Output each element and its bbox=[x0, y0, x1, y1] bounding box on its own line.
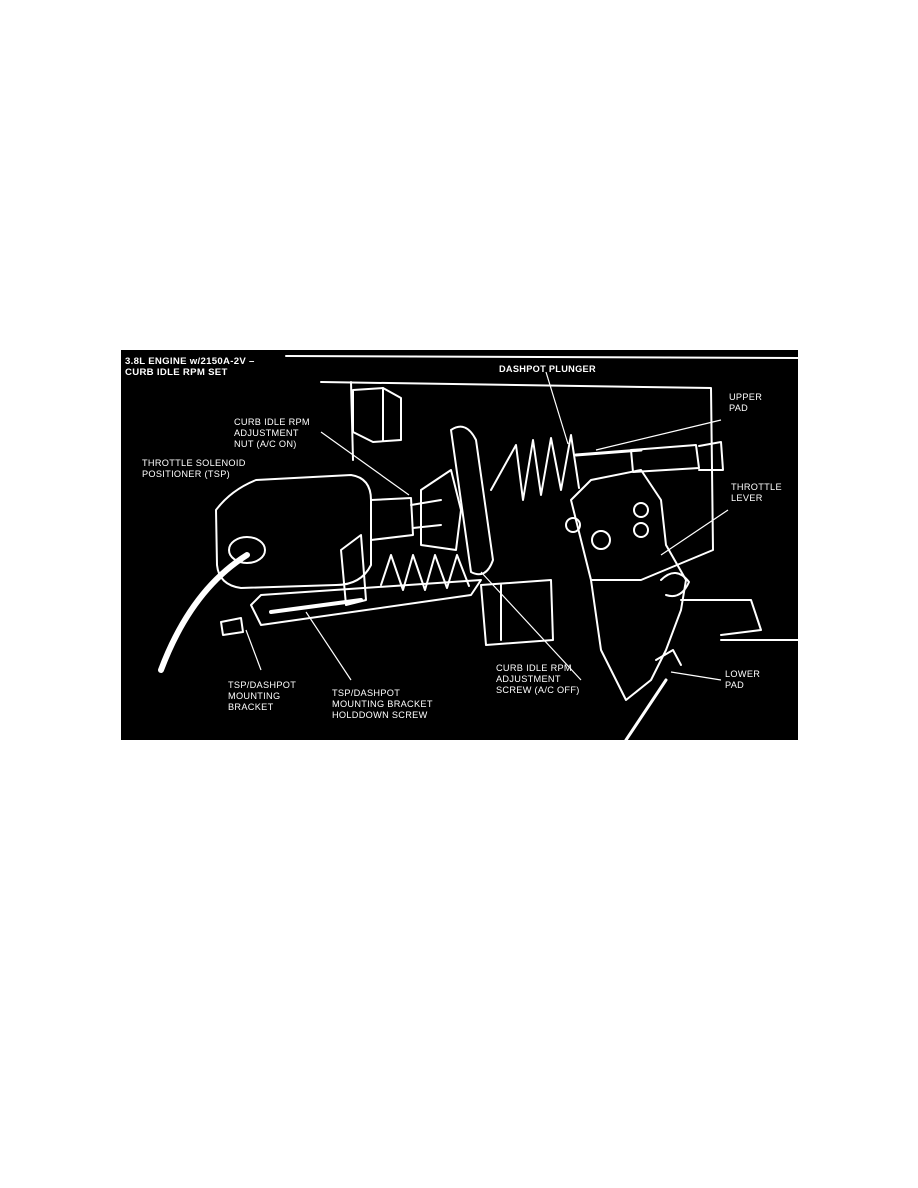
label-curb-idle-screw: CURB IDLE RPM ADJUSTMENT SCREW (A/C OFF) bbox=[496, 663, 580, 695]
housing-block bbox=[352, 387, 402, 443]
housing-outline bbox=[320, 381, 714, 581]
label-dashpot-plunger: DASHPOT PLUNGER bbox=[499, 364, 596, 374]
title-rule bbox=[285, 355, 798, 359]
figure-title-line1: 3.8L ENGINE w/2150A-2V – bbox=[125, 356, 255, 367]
leader-upper-pad bbox=[595, 419, 722, 451]
tsp-bracket bbox=[250, 579, 482, 626]
dashpot-housing bbox=[420, 469, 462, 551]
leader-lower-pad bbox=[670, 671, 722, 681]
bracket-spring bbox=[380, 554, 470, 591]
leader-mounting-bracket bbox=[245, 629, 262, 671]
dashpot-spring bbox=[490, 434, 580, 501]
leader-holddown-screw bbox=[305, 611, 352, 681]
lower-pad bbox=[655, 649, 682, 666]
leader-throttle-lever bbox=[660, 509, 729, 556]
label-tsp: THROTTLE SOLENOID POSITIONER (TSP) bbox=[142, 458, 246, 479]
leader-curb-nut bbox=[320, 431, 410, 496]
engine-illustration bbox=[158, 355, 798, 740]
label-lower-pad: LOWER PAD bbox=[725, 669, 761, 690]
holddown-screw bbox=[269, 598, 363, 614]
engine-diagram: 3.8L ENGINE w/2150A-2V – CURB IDLE RPM S… bbox=[121, 350, 798, 740]
upper-pad-screw bbox=[630, 444, 700, 473]
figure-title-line2: CURB IDLE RPM SET bbox=[125, 367, 228, 378]
leader-curb-screw bbox=[480, 571, 582, 681]
dashpot-diaphragm bbox=[450, 425, 494, 576]
throttle-lever bbox=[570, 469, 687, 701]
label-mounting-bracket: TSP/DASHPOT MOUNTING BRACKET bbox=[228, 680, 297, 712]
tsp-wire bbox=[158, 552, 250, 673]
tsp-connector bbox=[228, 536, 266, 564]
leader-dashpot-plunger bbox=[545, 371, 569, 445]
label-throttle-lever: THROTTLE LEVER bbox=[731, 482, 782, 503]
label-curb-idle-nut: CURB IDLE RPM ADJUSTMENT NUT (A/C ON) bbox=[234, 417, 310, 449]
tsp-body bbox=[215, 474, 372, 589]
label-upper-pad: UPPER PAD bbox=[729, 392, 763, 413]
label-holddown-screw: TSP/DASHPOT MOUNTING BRACKET HOLDDOWN SC… bbox=[332, 688, 433, 720]
housing-block-lower bbox=[480, 579, 554, 646]
